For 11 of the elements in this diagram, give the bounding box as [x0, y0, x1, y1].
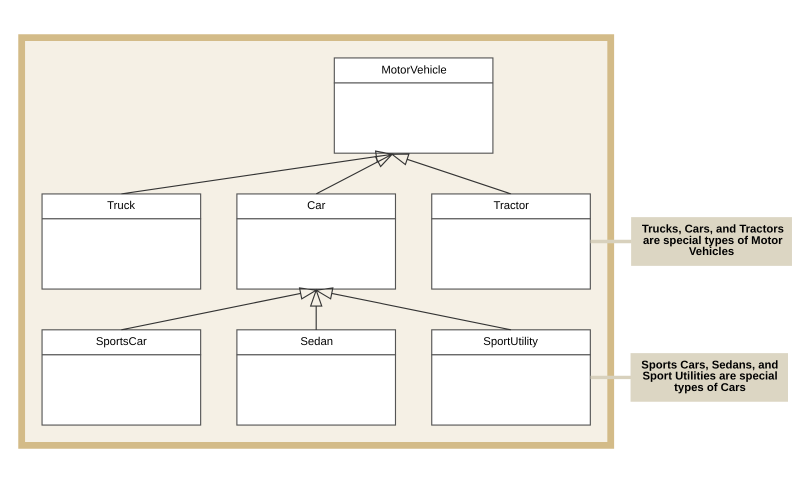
arrow — [310, 288, 323, 330]
node-box: Trucks, Cars, and Tractors are special types of Motor Vehicles — [631, 216, 792, 266]
arrow — [314, 286, 512, 330]
connector — [590, 375, 631, 379]
cluster — [18, 34, 614, 448]
node-box: Sports Cars, Sedans, and Sport Utilities are special types of Cars — [630, 352, 788, 402]
arrow — [316, 152, 394, 194]
connector — [590, 239, 632, 243]
arrow — [121, 150, 394, 194]
arrow — [121, 286, 318, 330]
arrow — [390, 152, 512, 194]
